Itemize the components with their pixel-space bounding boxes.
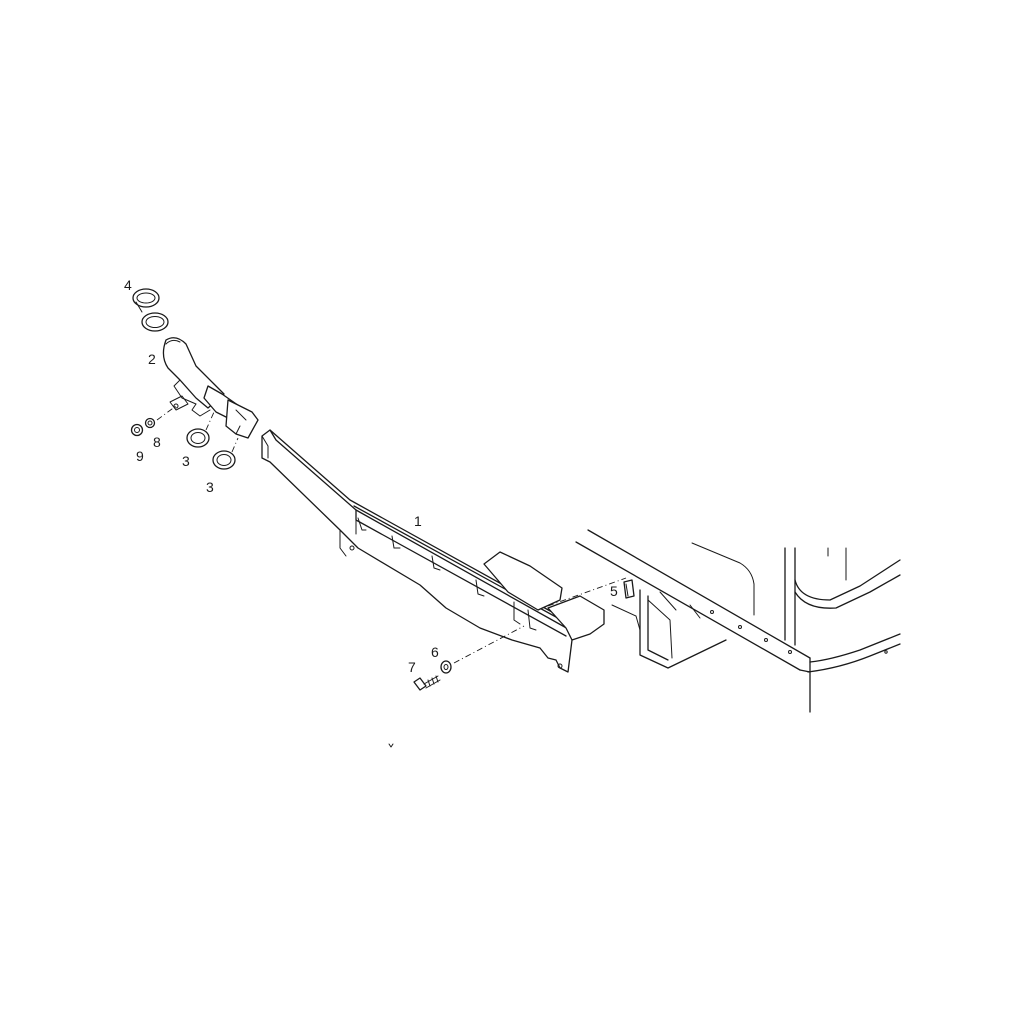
- nut-and-washer: [130, 417, 156, 437]
- callout-5: 5: [610, 583, 618, 599]
- callout-2: 2: [148, 351, 156, 367]
- hose-clamps: [186, 428, 236, 470]
- leader-lines: [156, 405, 627, 748]
- screw-and-washer: [413, 660, 452, 691]
- callout-6: 6: [431, 644, 439, 660]
- callout-3: 3: [182, 453, 190, 469]
- cap-rings: [132, 288, 169, 332]
- callout-8: 8: [153, 434, 161, 450]
- callout-4: 4: [124, 277, 132, 293]
- clip: [623, 579, 635, 599]
- callout-labels: 1 2 3 3 4 5 6 7 8 9: [124, 277, 618, 675]
- callout-1: 1: [414, 513, 422, 529]
- main-duct: [261, 429, 605, 673]
- nozzle-assembly: [162, 337, 259, 439]
- callout-3: 3: [206, 479, 214, 495]
- callout-9: 9: [136, 448, 144, 464]
- vehicle-body: [575, 529, 901, 713]
- callout-7: 7: [408, 659, 416, 675]
